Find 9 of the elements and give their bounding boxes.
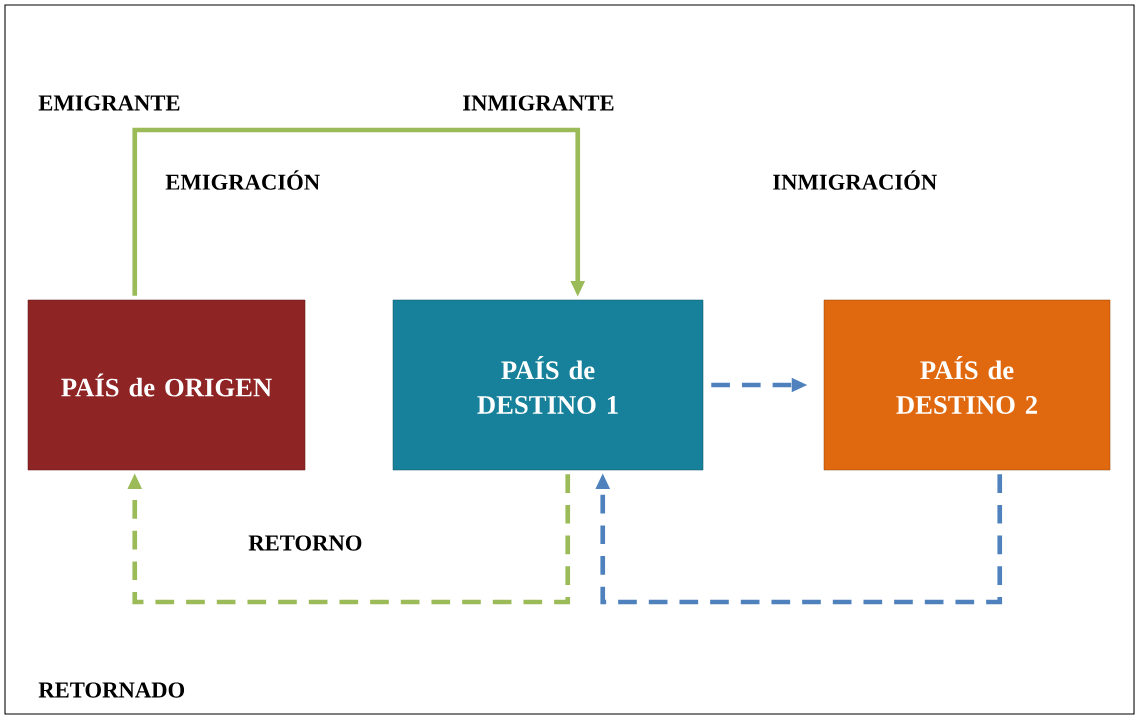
- country-box: PAÍS de DESTINO 2: [823, 299, 1111, 471]
- role-label: INMIGRANTE: [463, 95, 614, 111]
- role-label: INMIGRACIÓN: [773, 170, 937, 190]
- country-box: PAÍS de ORIGEN: [27, 299, 306, 471]
- role-label: RETORNADO: [38, 682, 185, 698]
- role-label: EMIGRANTE: [38, 95, 180, 111]
- country-box: PAÍS de DESTINO 1: [392, 299, 704, 471]
- role-label: EMIGRACIÓN: [165, 170, 320, 190]
- role-label: RETORNO: [248, 535, 362, 551]
